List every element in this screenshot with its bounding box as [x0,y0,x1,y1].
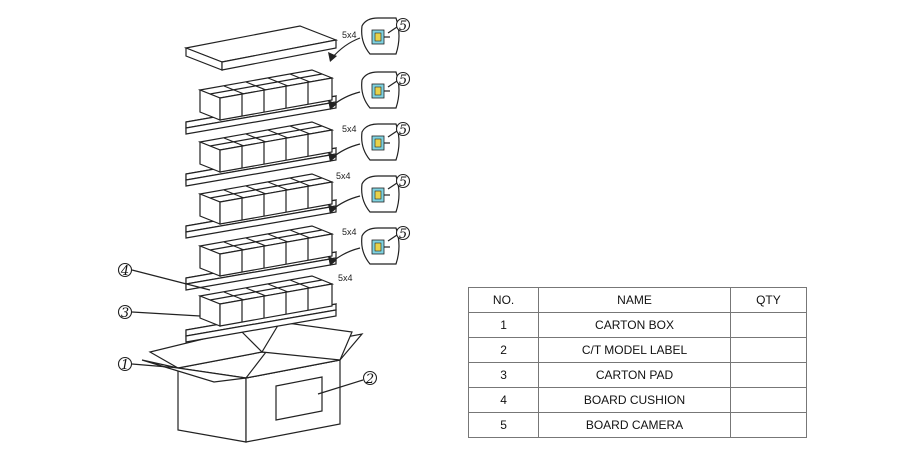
svg-text:3: 3 [121,306,129,321]
cell-no: 4 [467,387,540,413]
svg-text:5: 5 [399,227,407,242]
parts-table: NO. NAME QTY 1 CARTON BOX 2 C/T MODEL LA… [467,287,808,438]
cell-qty [729,312,808,338]
callout-2: 2 [317,370,378,395]
cell-qty [729,387,808,413]
svg-text:5: 5 [399,123,407,138]
table-row: 4 BOARD CUSHION [467,387,808,413]
grid-label: 5x4 [338,273,353,283]
cell-no: 1 [467,312,540,338]
svg-text:5: 5 [399,19,407,34]
callout-1: 1 [117,356,181,373]
carton-model-label [275,376,323,421]
table-row: 5 BOARD CAMERA [467,412,808,438]
cell-qty [729,362,808,388]
table-row: 1 CARTON BOX [467,312,808,338]
svg-text:5: 5 [399,175,407,190]
svg-text:1: 1 [121,358,129,373]
carton-box [141,321,364,443]
cell-qty [729,412,808,438]
cell-no: 2 [467,337,540,363]
table-header-row: NO. NAME QTY [467,287,808,313]
cell-no: 5 [467,412,540,438]
grid-label: 5x4 [342,124,357,134]
column-header-no: NO. [467,287,540,313]
callout-4: 4 [117,262,211,291]
cell-name: CARTON PAD [538,362,731,388]
table-row: 2 C/T MODEL LABEL [467,337,808,363]
cell-name: BOARD CUSHION [538,387,731,413]
camera-arrows [328,37,361,266]
svg-text:4: 4 [120,264,129,279]
callout-5-markers: 5 5 5 5 5 [387,17,411,242]
column-header-name: NAME [538,287,731,313]
grid-label: 5x4 [336,171,351,181]
cell-name: CARTON BOX [538,312,731,338]
cell-no: 3 [467,362,540,388]
cell-name: C/T MODEL LABEL [538,337,731,363]
svg-text:2: 2 [365,372,374,387]
table-row: 3 CARTON PAD [467,362,808,388]
cell-name: BOARD CAMERA [538,412,731,438]
grid-label: 5x4 [342,30,357,40]
column-header-qty: QTY [729,287,808,313]
svg-text:5: 5 [399,73,407,88]
callout-3: 3 [117,304,201,321]
board-camera [361,17,400,265]
carton-pad-top [183,25,339,71]
cell-qty [729,337,808,363]
grid-label: 5x4 [342,227,357,237]
